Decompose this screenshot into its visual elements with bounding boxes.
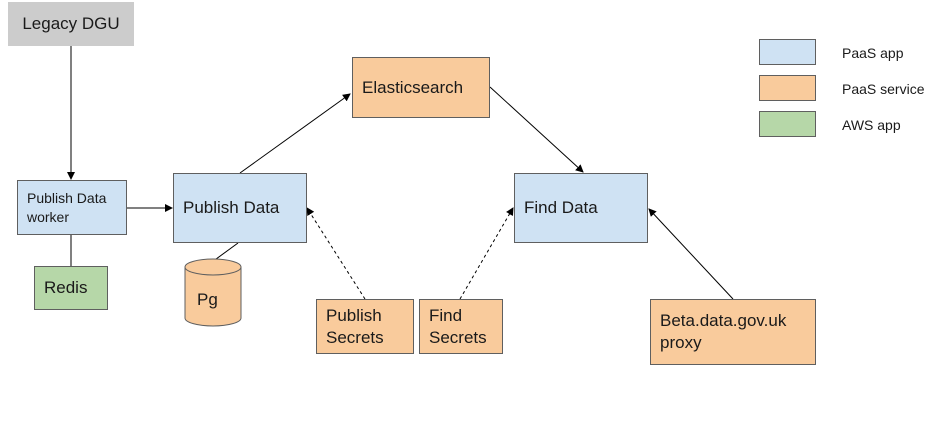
node-beta-proxy[interactable]: Beta.data.gov.uk proxy — [650, 299, 816, 365]
node-elasticsearch[interactable]: Elasticsearch — [352, 57, 490, 118]
legend-label-aws-app: AWS app — [842, 117, 901, 133]
node-label: Find Secrets — [429, 305, 487, 347]
edge-publish-secrets — [306, 207, 366, 300]
node-label: Redis — [44, 278, 88, 297]
node-label: Beta.data.gov.uk proxy — [660, 311, 787, 352]
legend-swatch-paas-service — [759, 75, 816, 101]
edge-find-secrets — [459, 207, 514, 300]
node-redis[interactable]: Redis — [34, 266, 108, 310]
legend-label-paas-service: PaaS service — [842, 81, 925, 97]
edge-publish-to-es — [239, 93, 351, 174]
node-find-secrets[interactable]: Find Secrets — [419, 299, 503, 354]
node-legacy-dgu[interactable]: Legacy DGU — [8, 2, 134, 46]
legend-swatch-paas-app — [759, 39, 816, 65]
pg-database-cylinder — [184, 258, 242, 327]
node-find-data[interactable]: Find Data — [514, 173, 648, 243]
edge-proxy-to-find — [648, 208, 734, 300]
node-label: Publish Secrets — [326, 305, 384, 347]
node-label: Find Data — [524, 198, 598, 217]
legend-swatch-aws-app — [759, 111, 816, 137]
node-label: Legacy DGU — [22, 14, 120, 33]
node-publish-data[interactable]: Publish Data — [173, 173, 307, 243]
node-label: Elasticsearch — [362, 77, 464, 97]
node-publish-data-worker[interactable]: Publish Data worker — [17, 180, 127, 235]
node-publish-secrets[interactable]: Publish Secrets — [316, 299, 414, 354]
edge-es-to-find — [489, 86, 584, 173]
node-pg-label: Pg — [197, 290, 218, 309]
node-label: Publish Data worker — [27, 189, 107, 225]
legend-label-paas-app: PaaS app — [842, 45, 904, 61]
node-label: Publish Data — [183, 198, 280, 217]
